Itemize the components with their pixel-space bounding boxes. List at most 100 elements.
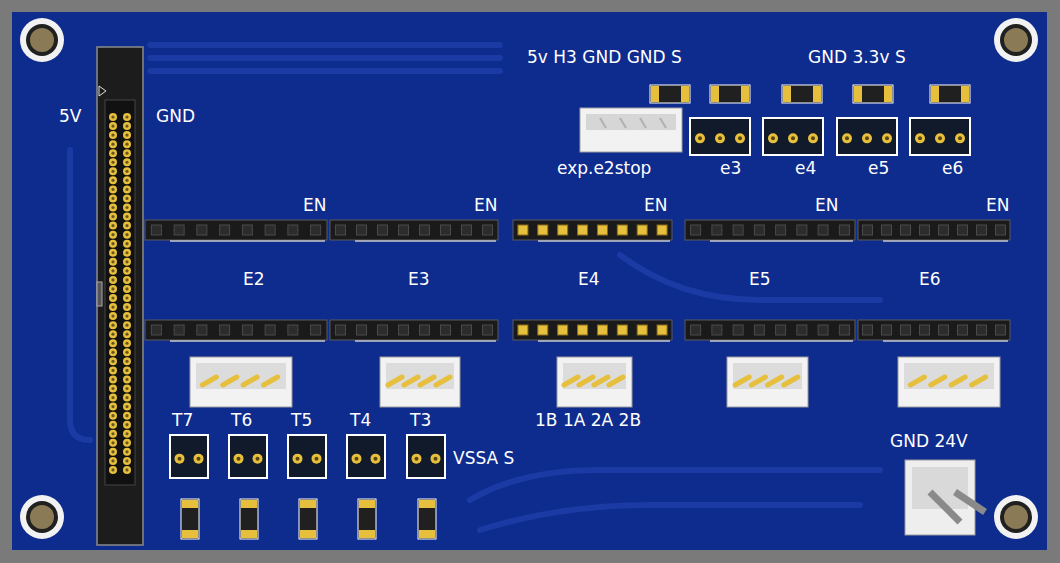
header-pin xyxy=(462,225,472,235)
idc-key xyxy=(97,282,102,306)
terminal-pin xyxy=(882,133,892,143)
jst-cavity xyxy=(563,363,626,389)
header-pin xyxy=(151,225,161,235)
idc-pin-hole xyxy=(125,351,128,354)
header-pin xyxy=(399,325,409,335)
header-pin xyxy=(578,225,588,235)
header-pin xyxy=(839,225,849,235)
header-pin xyxy=(901,225,911,235)
silkscreen-label: EN xyxy=(986,194,1009,216)
idc-pin-hole xyxy=(111,188,114,191)
idc-pin-hole xyxy=(111,179,114,182)
silkscreen-label: E6 xyxy=(919,268,941,290)
idc-pin-hole xyxy=(111,152,114,155)
jst-pin xyxy=(264,377,278,385)
idc-pin xyxy=(123,285,131,293)
header-pin xyxy=(420,325,430,335)
terminal-pin-hole xyxy=(415,457,419,461)
header-pin xyxy=(441,325,451,335)
header-pin xyxy=(754,225,764,235)
terminal-pin-hole xyxy=(918,136,922,140)
idc-pin-hole xyxy=(125,387,128,390)
idc-pin-hole xyxy=(125,296,128,299)
terminal-pin-hole xyxy=(434,457,438,461)
header-edge xyxy=(170,240,325,242)
jst-pin xyxy=(436,377,450,385)
jst-pin xyxy=(404,377,418,385)
idc-pin-hole xyxy=(125,432,128,435)
copper-trace xyxy=(480,505,860,530)
silkscreen-label: 1B 1A 2A 2B xyxy=(535,409,641,431)
header-pin xyxy=(220,225,230,235)
terminal-block xyxy=(690,118,750,155)
mounting-hole-pad xyxy=(1004,505,1028,529)
header-pin xyxy=(920,325,930,335)
silkscreen-label: 5v H3 GND GND S xyxy=(527,46,682,68)
idc-pin-hole xyxy=(111,161,114,164)
jst-cavity xyxy=(904,363,994,389)
smd-pad xyxy=(300,500,316,508)
terminal-pin xyxy=(768,133,778,143)
header-pin xyxy=(420,225,430,235)
terminal-pin-hole xyxy=(197,457,201,461)
terminal-pin-hole xyxy=(885,136,889,140)
silkscreen-label: e4 xyxy=(795,157,816,179)
idc-pin-hole xyxy=(111,115,114,118)
jst-pin xyxy=(579,377,593,385)
idc-pin-hole xyxy=(111,378,114,381)
jst-pin xyxy=(784,377,798,385)
mounting-hole-pad xyxy=(30,505,54,529)
terminal-pin-hole xyxy=(738,136,742,140)
idc-pin-hole xyxy=(111,459,114,462)
header-pin xyxy=(558,225,568,235)
header-pin xyxy=(288,225,298,235)
idc-pin xyxy=(109,357,117,365)
silkscreen-label: EN xyxy=(303,194,326,216)
smd-pad xyxy=(931,86,939,102)
terminal-pin-hole xyxy=(771,136,775,140)
silkscreen-label: E4 xyxy=(578,268,600,290)
header-pin xyxy=(242,325,252,335)
jst-pin xyxy=(660,118,666,128)
idc-pin xyxy=(123,412,131,420)
idc-pin-hole xyxy=(125,124,128,127)
idc-pin-hole xyxy=(125,287,128,290)
header-pin xyxy=(920,225,930,235)
idc-pin-hole xyxy=(125,333,128,336)
silkscreen-label: GND 24V xyxy=(890,430,968,452)
idc-pin-hole xyxy=(111,405,114,408)
header-pin xyxy=(712,225,722,235)
idc-pin xyxy=(123,149,131,157)
jst-housing xyxy=(727,357,808,407)
smd-resistor xyxy=(240,499,258,539)
terminal-pin xyxy=(808,133,818,143)
terminal-pin-hole xyxy=(256,457,260,461)
idc-pin-hole xyxy=(111,251,114,254)
idc-pin xyxy=(123,158,131,166)
idc-pin xyxy=(109,448,117,456)
header-pin xyxy=(617,325,627,335)
terminal-block xyxy=(347,435,385,478)
idc-channel xyxy=(105,100,135,485)
terminal-pin xyxy=(312,454,322,464)
silkscreen-label: e5 xyxy=(868,157,889,179)
idc-pin-hole xyxy=(125,423,128,426)
terminal-pin xyxy=(842,133,852,143)
idc-pin xyxy=(123,213,131,221)
silkscreen-label: T7 xyxy=(172,409,193,431)
idc-pin-hole xyxy=(125,468,128,471)
idc-pin xyxy=(109,131,117,139)
idc-pin-hole xyxy=(125,405,128,408)
idc-pin xyxy=(109,113,117,121)
silkscreen-label: T4 xyxy=(350,409,371,431)
idc-pin-hole xyxy=(111,432,114,435)
idc-pin-hole xyxy=(125,441,128,444)
jst-cavity xyxy=(586,114,676,130)
idc-pin xyxy=(109,303,117,311)
idc-pin-hole xyxy=(111,305,114,308)
pin-header xyxy=(513,220,672,240)
header-pin xyxy=(538,325,548,335)
header-edge xyxy=(355,240,496,242)
idc-pin-hole xyxy=(111,315,114,318)
jst-pin xyxy=(735,377,749,385)
